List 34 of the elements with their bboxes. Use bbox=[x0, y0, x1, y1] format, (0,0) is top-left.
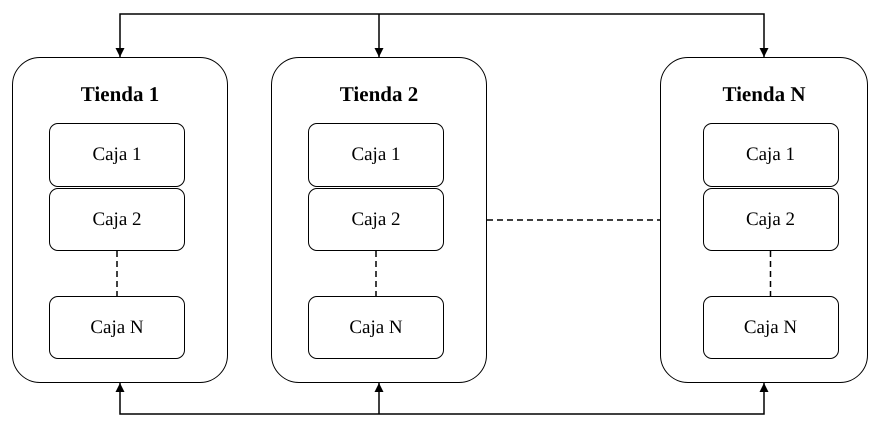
checkout-box bbox=[308, 188, 444, 251]
arrow bbox=[379, 383, 768, 415]
store-container bbox=[660, 57, 868, 383]
arrow bbox=[116, 383, 379, 415]
checkout-label: Caja 2 bbox=[746, 208, 796, 230]
arrow bbox=[374, 13, 384, 57]
checkout-label: Caja N bbox=[349, 316, 403, 338]
checkout-label: Caja 2 bbox=[92, 208, 142, 230]
checkout-box bbox=[308, 123, 444, 187]
store-container bbox=[12, 57, 228, 383]
checkout-label: Caja N bbox=[744, 316, 798, 338]
dashed-connector bbox=[770, 251, 772, 296]
arrow bbox=[379, 13, 768, 57]
arrow bbox=[374, 383, 384, 415]
checkout-label: Caja 2 bbox=[351, 208, 401, 230]
checkout-box bbox=[308, 296, 444, 359]
checkout-label: Caja 1 bbox=[92, 144, 142, 166]
checkout-box bbox=[49, 188, 185, 251]
checkout-box bbox=[702, 296, 838, 359]
checkout-box bbox=[49, 296, 185, 359]
dashed-connector bbox=[116, 251, 118, 296]
checkout-box bbox=[702, 188, 838, 251]
dashed-connector bbox=[487, 219, 660, 221]
checkout-label: Caja 1 bbox=[351, 144, 401, 166]
store-title: Tienda N bbox=[721, 82, 807, 107]
store-container bbox=[271, 57, 487, 383]
store-title: Tienda 2 bbox=[338, 82, 420, 107]
checkout-box bbox=[49, 123, 185, 187]
checkout-label: Caja N bbox=[90, 316, 144, 338]
arrow bbox=[116, 13, 379, 57]
store-title: Tienda 1 bbox=[80, 82, 160, 107]
dashed-connector bbox=[375, 251, 377, 296]
checkout-label: Caja 1 bbox=[746, 144, 796, 166]
checkout-box bbox=[702, 123, 838, 187]
